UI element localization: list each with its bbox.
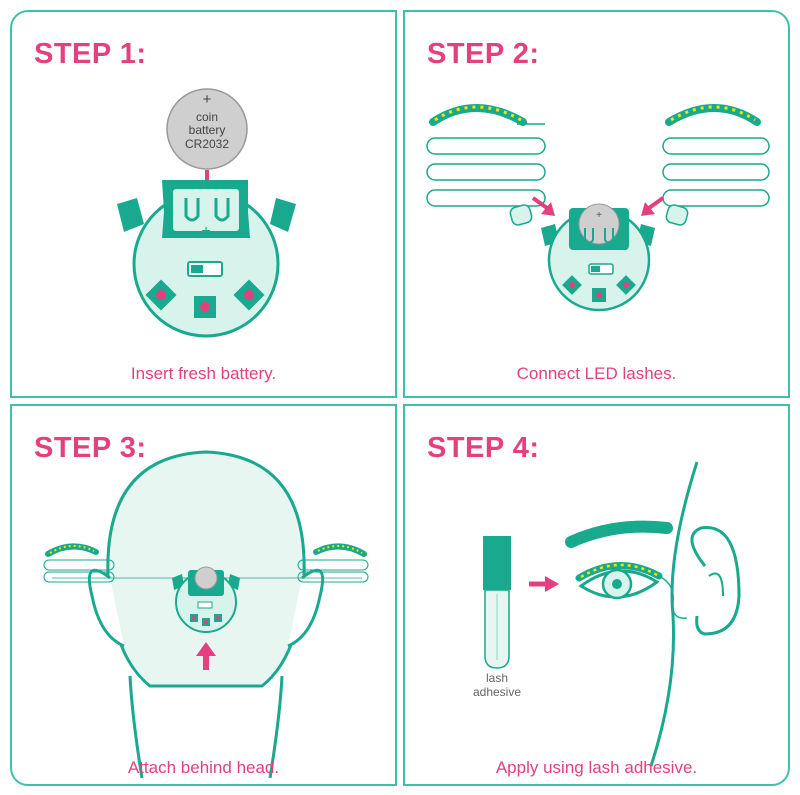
connect-lashes-illustration: +: [426, 104, 770, 312]
battery-line-2: battery: [189, 123, 226, 137]
step-4-caption: Apply using lash adhesive.: [495, 758, 698, 777]
step-4-panel: STEP 4: lash adhesive Apply us: [403, 404, 790, 786]
battery-line-3: CR2032: [185, 137, 229, 151]
face-side-view: [565, 461, 741, 767]
apply-adhesive-illustration: lash adhesive: [473, 461, 741, 767]
controller-board-small: +: [541, 203, 655, 312]
left-led-lash: [426, 104, 546, 226]
step-2-caption: Connect LED lashes.: [516, 364, 677, 383]
step-1-caption: Insert fresh battery.: [130, 364, 277, 383]
battery-insert-illustration: + coin battery CR2032 +: [117, 88, 296, 338]
battery-line-1: coin: [196, 110, 218, 124]
adhesive-label-line-1: lash: [486, 671, 508, 685]
arrow-left-icon: [641, 196, 665, 216]
controller-board-mini: [172, 566, 240, 633]
arrow-up-icon: [196, 642, 216, 670]
step-3-caption: Attach behind head.: [127, 758, 280, 777]
step-2-panel: STEP 2:: [403, 10, 790, 398]
right-led-lash: [297, 543, 369, 583]
adhesive-label-line-2: adhesive: [473, 685, 521, 699]
step-3-panel: STEP 3:: [10, 404, 397, 786]
svg-text:+: +: [201, 223, 210, 240]
right-led-lash: [662, 104, 770, 226]
svg-text:+: +: [596, 210, 602, 221]
attach-behind-head-illustration: [43, 450, 369, 779]
step-4-title: STEP 4:: [427, 432, 540, 464]
coin-battery-icon: + coin battery CR2032: [166, 88, 248, 170]
controller-board: +: [117, 180, 296, 338]
left-led-lash: [43, 543, 115, 583]
battery-plus: +: [203, 91, 212, 108]
step-3-title: STEP 3:: [34, 432, 147, 464]
step-1-panel: STEP 1: + coin battery CR2032 +: [10, 10, 397, 398]
arrow-right-icon: [529, 576, 559, 592]
lash-adhesive-bottle: lash adhesive: [473, 536, 521, 699]
step-2-title: STEP 2:: [427, 38, 540, 70]
arrow-right-icon: [531, 196, 555, 216]
step-1-title: STEP 1:: [34, 38, 147, 70]
